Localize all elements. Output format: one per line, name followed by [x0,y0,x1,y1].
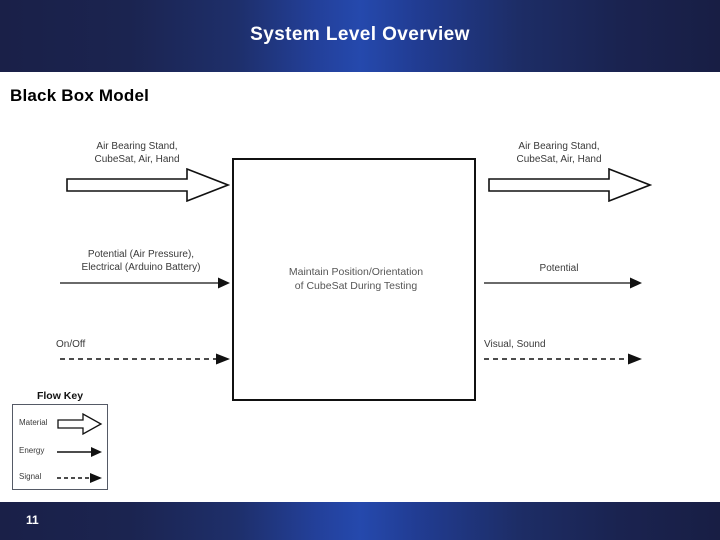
slide-header-banner: System Level Overview [0,0,720,72]
output-signal-arrow-icon [484,352,644,366]
flow-key-label-energy: Energy [19,446,45,455]
input-energy-label: Potential (Air Pressure), Electrical (Ar… [56,248,226,274]
black-box-line-2: of CubeSat During Testing [294,280,418,292]
input-material-line-2: CubeSat, Air, Hand [94,154,180,165]
page-number: 11 [26,513,39,527]
material-hollow-arrow-icon [57,413,103,435]
output-energy-arrow-icon [484,276,644,290]
black-box-line-1: Maintain Position/Orientation [288,266,424,278]
input-energy-line-2: Electrical (Arduino Battery) [81,262,201,273]
input-material-label: Air Bearing Stand, CubeSat, Air, Hand [62,140,212,166]
black-box-system: Maintain Position/Orientation of CubeSat… [232,158,476,401]
input-material-line-1: Air Bearing Stand, [96,141,178,152]
input-signal-label: On/Off [56,338,136,351]
energy-solid-arrow-icon [57,446,103,458]
flow-key-row-material: Material [13,413,109,437]
output-material-line-1: Air Bearing Stand, [518,141,600,152]
input-energy-line-1: Potential (Air Pressure), [87,249,195,260]
output-material-line-2: CubeSat, Air, Hand [516,154,602,165]
flow-key-legend: Material Energy Signal [12,404,108,490]
output-energy-line-1: Potential [539,263,579,274]
flow-key-label-material: Material [19,418,48,427]
output-material-label: Air Bearing Stand, CubeSat, Air, Hand [484,140,634,166]
black-box-function-text: Maintain Position/Orientation of CubeSat… [234,265,478,293]
input-signal-arrow-icon [60,352,232,366]
flow-key-title: Flow Key [36,390,84,402]
flow-key-row-signal: Signal [13,467,109,491]
slide-footer-banner: 11 [0,502,720,540]
section-heading: Black Box Model [10,86,150,105]
flow-key-label-signal: Signal [19,472,42,481]
input-signal-line-1: On/Off [56,339,86,350]
flow-key-row-energy: Energy [13,441,109,465]
output-signal-line-1: Visual, Sound [484,339,546,350]
output-material-block-arrow-icon [488,168,652,202]
page-title: System Level Overview [250,24,470,45]
output-energy-label: Potential [484,262,634,275]
input-material-block-arrow-icon [66,168,230,202]
output-signal-label: Visual, Sound [484,338,634,351]
input-energy-arrow-icon [60,276,232,290]
signal-dashed-arrow-icon [57,472,103,484]
